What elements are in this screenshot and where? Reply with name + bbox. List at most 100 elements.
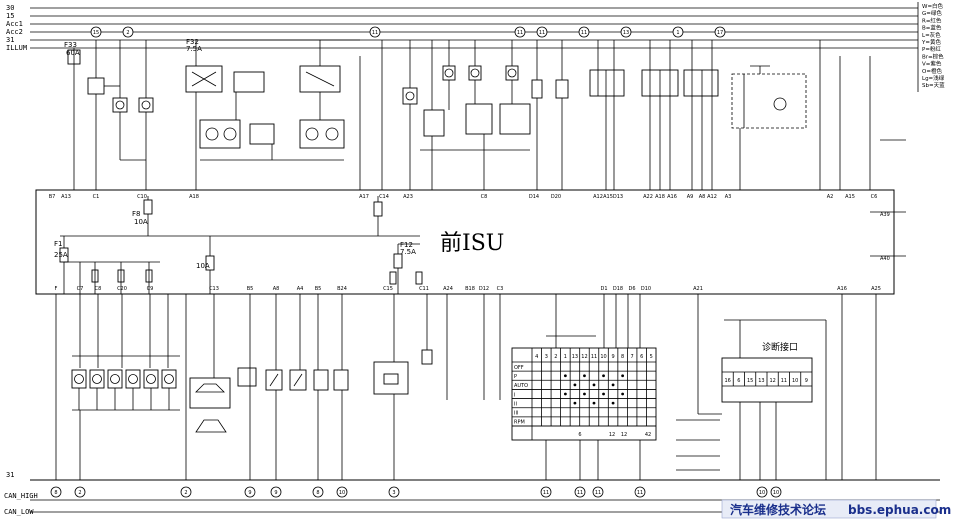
matrix-header-cell: 13 — [572, 354, 578, 360]
matrix-row-label: III — [514, 411, 518, 417]
rail-label-31: 31 — [6, 36, 14, 44]
ref-marker — [369, 26, 381, 38]
matrix-footer-cell: 12 — [621, 432, 627, 438]
module-pin: B7 — [49, 194, 56, 200]
matrix-row-label: P — [514, 374, 517, 380]
ref-marker — [122, 26, 134, 38]
ref-marker-label: 11 — [372, 30, 378, 36]
fuse-rating-7-5a-b: 7.5A — [400, 248, 416, 256]
right-pin-a39: A39 — [880, 212, 890, 218]
module-pin: D1 — [600, 286, 607, 292]
ground-marker-label: 9 — [248, 490, 251, 496]
watermark-cn: 汽车维修技术论坛 — [730, 502, 826, 517]
matrix-row-label: RPM — [514, 420, 525, 426]
matrix-header-cell: 4 — [535, 354, 538, 360]
ground-marker-label: 11 — [595, 490, 601, 496]
ref-marker-label: 1 — [676, 30, 679, 36]
rail-label-acc2: Acc2 — [6, 28, 23, 36]
legend-entry: R=红色 — [922, 16, 942, 24]
module-pin: C7 — [77, 286, 84, 292]
module-pin: A15 — [603, 194, 613, 200]
module-pin: B24 — [337, 286, 347, 292]
module-pin: D18 — [613, 286, 623, 292]
ref-marker-label: 13 — [623, 30, 629, 36]
ground-marker-label: 8 — [316, 490, 319, 496]
matrix-row-label: AUTO — [514, 383, 528, 389]
module-pin: C8 — [481, 194, 488, 200]
module-pin: A23 — [403, 194, 413, 200]
fuse-label-f1: F1 — [54, 240, 62, 248]
module-pin: C10 — [137, 194, 147, 200]
fuse-label-f12: F12 — [400, 241, 413, 249]
ground-marker — [312, 486, 324, 498]
ref-marker-label: 11 — [517, 30, 523, 36]
matrix-row-label: OFF — [514, 365, 524, 371]
ref-marker — [672, 26, 684, 38]
diag-pin: 6 — [737, 378, 740, 384]
module-pin: A17 — [359, 194, 369, 200]
module-pin: C6 — [871, 194, 878, 200]
ground-marker — [270, 486, 282, 498]
ground-marker — [74, 486, 86, 498]
top-components — [67, 39, 906, 190]
module-pin: A22 — [643, 194, 653, 200]
ground-marker — [180, 486, 192, 498]
matrix-header-cell: 10 — [600, 354, 606, 360]
ref-marker — [90, 26, 102, 38]
module-pin: A3 — [725, 194, 732, 200]
ref-marker — [536, 26, 548, 38]
fuse-rating-10a: 10A — [134, 218, 148, 226]
ground-marker-label: 10 — [759, 490, 765, 496]
ground-marker-label: 11 — [577, 490, 583, 496]
ground-marker — [756, 486, 768, 498]
module-pin: A2 — [827, 194, 834, 200]
diag-pin: 9 — [805, 378, 808, 384]
ground-marker-label: 11 — [543, 490, 549, 496]
watermark-url: bbs.ephua.com — [848, 503, 951, 517]
legend-entry: Br=棕色 — [922, 52, 944, 60]
module-pin: C20 — [117, 286, 127, 292]
diag-connector-title: 诊断接口 — [762, 341, 798, 353]
module-pin: C11 — [419, 286, 429, 292]
module-pin: C9 — [147, 286, 154, 292]
rail-label-illum: ILLUM — [6, 44, 27, 52]
module-pin: A4 — [297, 286, 304, 292]
diag-pin: 12 — [769, 378, 775, 384]
ref-marker — [714, 26, 726, 38]
fuse-rating-25a: 25A — [54, 251, 68, 259]
legend-entry: P=粉红 — [922, 45, 941, 53]
ground-marker-label: 8 — [54, 490, 57, 496]
ground-marker — [244, 486, 256, 498]
ground-marker-label: 11 — [637, 490, 643, 496]
module-pin: C13 — [209, 286, 219, 292]
ground-marker — [388, 486, 400, 498]
module-pin: C14 — [379, 194, 389, 200]
matrix-footer-cell: 6 — [578, 432, 581, 438]
ref-marker — [514, 26, 526, 38]
ground-marker — [50, 486, 62, 498]
module-pin: B18 — [465, 286, 475, 292]
module-pin: A16 — [667, 194, 677, 200]
module-pin: A12 — [707, 194, 717, 200]
module-pin: A24 — [443, 286, 453, 292]
module-pin: D13 — [613, 194, 623, 200]
fuse-label-f32: F32 — [186, 38, 199, 46]
ref-marker-label: 2 — [126, 30, 129, 36]
diag-pin: 15 — [747, 378, 753, 384]
ref-marker-label: 11 — [539, 30, 545, 36]
module-pin: A18 — [655, 194, 665, 200]
module-pin: D20 — [551, 194, 561, 200]
matrix-header-cell: 8 — [621, 354, 624, 360]
module-pin: A25 — [871, 286, 881, 292]
ground-marker — [770, 486, 782, 498]
module-pin: F — [55, 286, 58, 292]
module-pin: A9 — [687, 194, 694, 200]
ground-marker-label: 2 — [184, 490, 187, 496]
rail-label-acc1: Acc1 — [6, 20, 23, 28]
